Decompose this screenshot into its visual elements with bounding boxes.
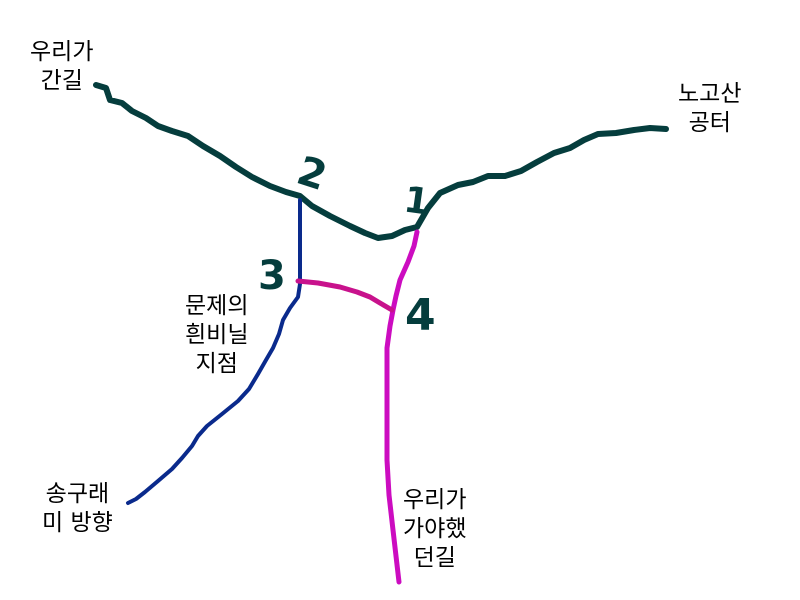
- junction-1-number: 1: [401, 179, 432, 224]
- label-line: 공터: [688, 110, 731, 136]
- label-line: 문제의: [185, 293, 249, 319]
- blue-trail-path: [126, 198, 302, 505]
- label-line: 가야했: [403, 516, 467, 542]
- junction-3-number: 3: [258, 253, 286, 299]
- label-line: 흰비닐: [185, 322, 249, 348]
- label-line: 지점: [195, 351, 238, 377]
- label-start-trail: 우리가 간길: [30, 38, 93, 96]
- label-line: 우리가: [403, 487, 467, 513]
- label-songgurae: 송구래 미 방향: [42, 480, 113, 538]
- label-line: 노고산: [678, 81, 742, 107]
- label-nogosan: 노고산 공터: [678, 80, 741, 138]
- main-trail-path: [93, 82, 669, 241]
- label-line: 미 방향: [42, 510, 113, 536]
- label-intended-trail: 우리가 가야했 던길: [403, 486, 466, 573]
- connector-path: [295, 278, 395, 313]
- label-line: 간길: [40, 68, 83, 94]
- label-line: 던길: [413, 545, 456, 571]
- magenta-trail-path: [384, 229, 420, 585]
- label-problem-spot: 문제의 흰비닐 지점: [185, 292, 248, 379]
- label-line: 우리가: [30, 39, 94, 65]
- junction-4-number: 4: [405, 290, 436, 341]
- label-line: 송구래: [45, 481, 110, 507]
